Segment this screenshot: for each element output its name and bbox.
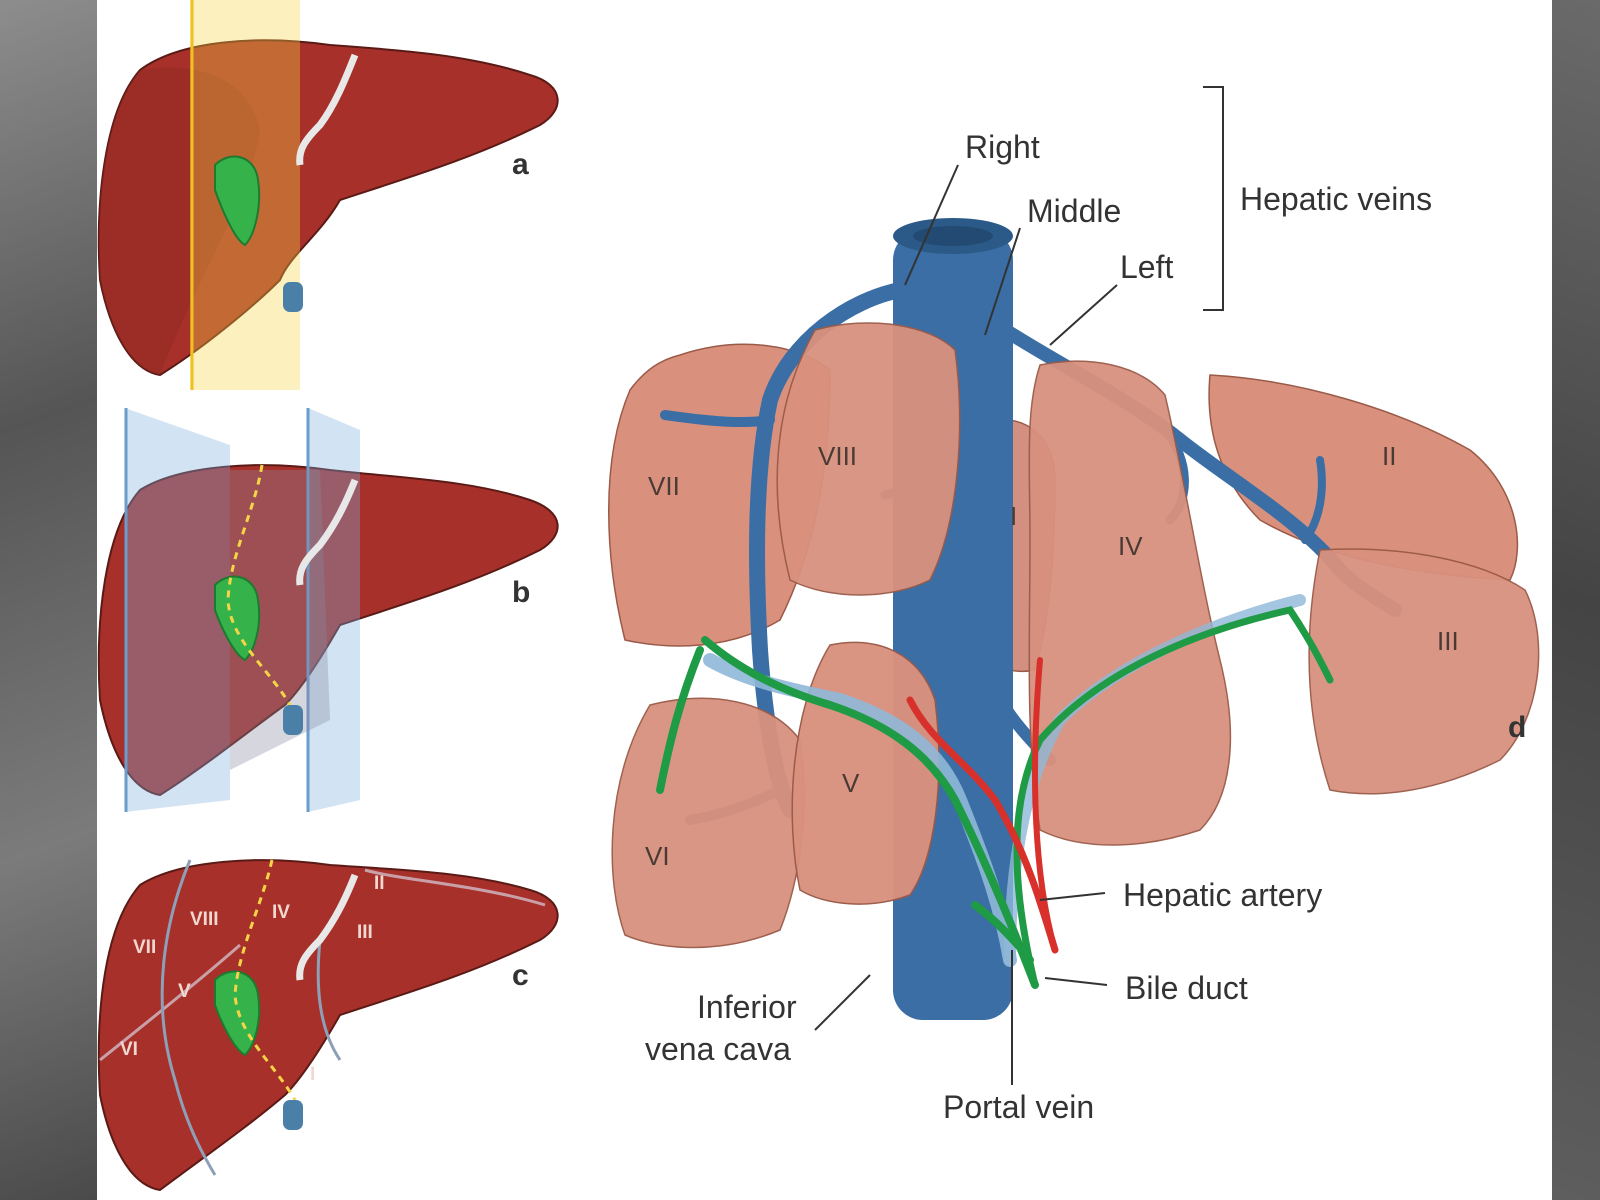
segment-I-label: I [1010,501,1017,531]
panel-c-seg-II: II [374,873,385,894]
hepatic-artery-left-branch [1032,657,1058,953]
panel-c-seg-line-1 [99,943,241,1062]
panel-c-falciform-ligament [296,873,359,981]
ivc-label-line2: vena cava [645,1031,791,1067]
right-vein-branch-1 [660,410,775,428]
bile-duct-leader [1044,977,1108,986]
left-vein-label: Left [1120,249,1173,285]
left-vein-leader [1049,284,1118,346]
panel-b-right-plane [125,408,230,812]
panel-d-label: d [1508,711,1526,744]
hepatic-veins-label: Hepatic veins [1240,181,1432,217]
segment-VI-label: VI [645,841,670,871]
panel-a-gallbladder [214,155,261,247]
right-vein-leader [904,164,959,286]
panel-b-cantlie-line [226,464,292,706]
panel-c-seg-VIII: VIII [190,909,219,930]
portal-vein-label: Portal vein [943,1089,1094,1125]
panel-c-seg-VII: VII [133,937,156,958]
panel-c-liver: VII VIII IV II III V VI I c [97,859,559,1192]
segment-II-label: II [1382,441,1396,471]
panel-a-right-lobe-shade [98,67,260,375]
panel-b-middle-shade [230,470,330,770]
panel-c-seg-line-2 [160,859,217,1176]
segment-IV-label: IV [1118,531,1143,561]
panel-b-ivc-stub [283,705,303,735]
panel-c-seg-IV: IV [272,902,290,923]
panel-b-label: b [512,576,530,609]
panel-c-ivc-stub [283,1100,303,1130]
segment-V-label: V [842,768,860,798]
segment-VI-shape [611,697,805,949]
bile-duct [656,636,1039,989]
panel-a-label: a [512,148,529,181]
ivc-leader [814,974,871,1031]
ivc-top-inner [913,226,993,246]
middle-vein-label: Middle [1027,193,1121,229]
segment-III-label: III [1437,626,1459,656]
panel-c-seg-V: V [178,981,191,1002]
right-background-strip [1552,0,1600,1200]
panel-a-liver: a [97,0,559,390]
hepatic-artery-leader [1039,892,1106,901]
hepatic-artery [906,696,1059,954]
panel-c-seg-I: I [310,1064,315,1085]
panel-c-liver-shape [97,859,559,1192]
bile-duct-label: Bile duct [1125,970,1248,1006]
panel-c-seg-line-4 [316,939,342,1061]
panel-a-falciform-ligament [296,53,359,166]
middle-hepatic-vein [947,314,1056,766]
panel-c-gallbladder [214,970,261,1057]
segment-II-shape [1208,374,1519,581]
panel-b-left-plane [308,408,360,812]
panel-b-liver-shape [97,464,559,797]
left-background-strip [0,0,97,1200]
panel-c-cantlie-line [233,859,297,1101]
left-vein-branch-2 [1301,456,1326,544]
segment-VIII-shape [776,322,961,596]
panel-c-seg-III: III [357,922,373,943]
bile-duct-stub [971,901,1034,964]
panel-b-gallbladder [214,575,261,662]
panel-c-label: c [512,959,529,992]
hepatic-veins-bracket [1203,86,1224,311]
panel-b-falciform-ligament [296,478,359,586]
segment-III-shape [1308,548,1540,795]
panel-c-seg-line-3 [364,868,546,907]
ivc-label-line1: Inferior [697,989,797,1025]
right-vein-label: Right [965,129,1040,165]
panel-b-liver: b [97,408,559,812]
segment-VII-label: VII [648,471,680,501]
panel-a-ivc-stub [283,282,303,312]
segment-IV-shape [1028,360,1232,846]
bile-duct-left-branch [1013,606,1334,989]
segment-VIII-label: VIII [818,441,857,471]
hepatic-artery-label: Hepatic artery [1123,877,1322,913]
panel-d-segment-diagram: VII VIII I IV II III V VI Right Middle L… [608,86,1540,1125]
segment-V-shape [791,641,940,905]
middle-vein-leader [984,227,1021,336]
panel-c-seg-VI: VI [120,1039,138,1060]
